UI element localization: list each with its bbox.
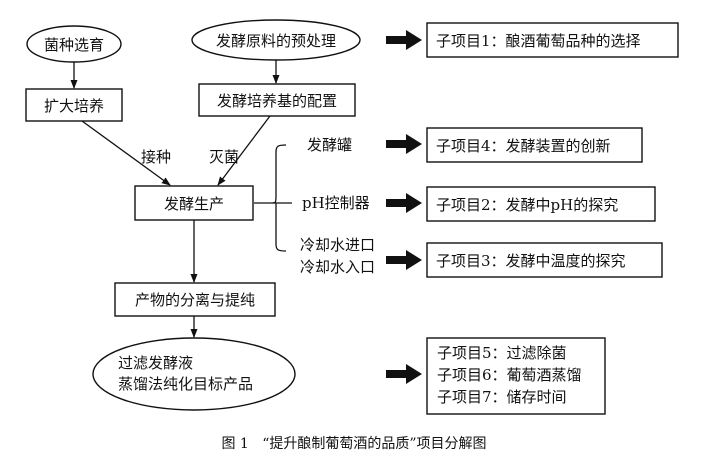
- subproject-6-label: 子项目6：葡萄酒蒸馏: [437, 366, 582, 384]
- thick-arrow-sp1: [386, 30, 422, 50]
- scale-up-box: [25, 88, 123, 122]
- cooling-in-label: 冷却水进口: [300, 236, 375, 254]
- subproject-4-box: [426, 127, 643, 163]
- strain-selection-label: 菌种选育: [44, 36, 104, 54]
- thick-arrow-sp2: [386, 193, 422, 213]
- fermenter-label: 发酵罐: [307, 136, 352, 154]
- subproject-1-box: [426, 22, 679, 58]
- final-process-line2: 蒸馏法纯化目标产品: [118, 375, 253, 393]
- cooling-out-label: 冷却水入口: [300, 258, 375, 276]
- subproject-3-box: [426, 242, 663, 278]
- equipment-bracket: [254, 144, 292, 252]
- separation-label: 产物的分离与提纯: [135, 291, 255, 309]
- thick-arrow-sp567: [386, 364, 422, 384]
- ph-controller-label: pH控制器: [302, 194, 370, 212]
- thick-arrow-sp4: [386, 134, 422, 154]
- subproject-2-label: 子项目2：发酵中pH的探究: [436, 196, 618, 214]
- medium-preparation-box: [198, 83, 356, 117]
- arrow-medium-to-fermentation: [217, 115, 271, 186]
- subproject-1-label: 子项目1：酿酒葡萄品种的选择: [436, 32, 641, 50]
- medium-preparation-label: 发酵培养基的配置: [217, 92, 337, 110]
- raw-material-label: 发酵原料的预处理: [216, 32, 336, 50]
- fermentation-label: 发酵生产: [164, 195, 224, 213]
- arrow-scaleup-to-fermentation: [81, 120, 171, 186]
- subproject-2-box: [426, 186, 656, 222]
- figure-caption: 图 1 “提升酿制葡萄酒的品质”项目分解图: [221, 436, 486, 452]
- subproject-3-label: 子项目3：发酵中温度的探究: [436, 252, 626, 270]
- inoculation-label: 接种: [141, 148, 171, 166]
- subproject-5-label: 子项目5：过滤除菌: [437, 344, 567, 362]
- subproject-567-box: [426, 337, 606, 415]
- final-process-ellipse: [92, 337, 296, 411]
- subproject-7-label: 子项目7：储存时间: [437, 388, 567, 406]
- thick-arrow-sp3: [386, 250, 422, 270]
- final-process-line1: 过滤发酵液: [118, 354, 193, 372]
- scale-up-label: 扩大培养: [44, 97, 104, 115]
- subproject-4-label: 子项目4：发酵装置的创新: [436, 137, 611, 155]
- separation-box: [114, 282, 276, 317]
- sterilization-label: 灭菌: [209, 148, 239, 166]
